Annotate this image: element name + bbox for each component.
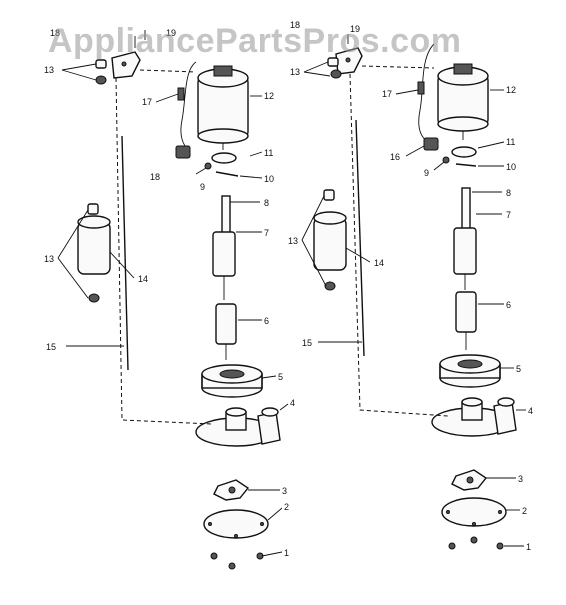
right-callout: 9 xyxy=(424,168,429,178)
right-screws xyxy=(448,536,504,550)
left-callout: 18 xyxy=(150,172,160,182)
left-callout: 7 xyxy=(264,228,269,238)
left-callout: 19 xyxy=(166,28,176,38)
left-callout: 4 xyxy=(290,398,295,408)
right-power-cord xyxy=(417,81,439,151)
left-callout: 11 xyxy=(264,148,273,158)
left-base-plate xyxy=(203,509,269,539)
left-callout: 13 xyxy=(44,254,54,264)
right-callout: 8 xyxy=(506,188,511,198)
right-callout: 13 xyxy=(288,236,298,246)
right-callout: 15 xyxy=(302,338,312,348)
left-callout: 14 xyxy=(138,274,148,284)
right-callout: 16 xyxy=(390,152,400,162)
left-screws xyxy=(210,552,264,570)
right-callout: 11 xyxy=(506,137,515,147)
left-callout: 3 xyxy=(282,486,287,496)
right-callout: 4 xyxy=(528,406,533,416)
left-seal-ring xyxy=(201,364,263,398)
right-base-plate xyxy=(441,497,507,527)
right-seal-ring xyxy=(439,354,501,388)
right-assembly: 18 19 13 12 17 11 16 9 10 8 7 13 14 6 15… xyxy=(288,20,533,552)
left-callout: 15 xyxy=(46,342,56,352)
left-motor xyxy=(180,61,249,153)
left-power-cord xyxy=(175,87,191,159)
right-bearing-sleeve xyxy=(455,291,477,350)
right-pump-housing xyxy=(431,397,517,437)
right-float xyxy=(313,189,347,291)
left-clamp-screw xyxy=(204,152,239,177)
right-callout: 19 xyxy=(350,24,360,34)
left-callout: 9 xyxy=(200,182,205,192)
left-callout: 17 xyxy=(142,97,152,107)
left-callout: 6 xyxy=(264,316,269,326)
right-callout: 6 xyxy=(506,300,511,310)
right-callout: 12 xyxy=(506,85,516,95)
right-grommet-top xyxy=(327,57,342,79)
left-float xyxy=(77,203,111,303)
left-shaft-coupling xyxy=(212,195,236,300)
right-impeller xyxy=(451,469,488,491)
right-callout: 14 xyxy=(374,258,384,268)
right-callout: 3 xyxy=(518,474,523,484)
right-float-rod xyxy=(355,119,365,357)
watermark: AppliancePartsPros.com xyxy=(48,22,462,60)
left-callout: 8 xyxy=(264,198,269,208)
left-grommet-top xyxy=(95,59,107,85)
right-callout: 7 xyxy=(506,210,511,220)
right-callout: 18 xyxy=(290,20,300,30)
left-callout: 10 xyxy=(264,174,274,184)
left-callout: 5 xyxy=(278,372,283,382)
left-callout: 12 xyxy=(264,91,274,101)
right-motor xyxy=(418,43,489,143)
right-callout: 2 xyxy=(522,506,527,516)
right-callout: 10 xyxy=(506,162,516,172)
left-pump-housing xyxy=(195,407,281,447)
right-shaft-coupling xyxy=(453,187,477,290)
left-bracket xyxy=(111,30,146,79)
right-callout: 1 xyxy=(526,542,531,552)
left-callout: 2 xyxy=(284,502,289,512)
right-callout: 17 xyxy=(382,89,392,99)
right-callout: 13 xyxy=(290,67,300,77)
left-float-rod xyxy=(121,135,129,371)
left-bearing-sleeve xyxy=(215,303,237,360)
left-callout: 18 xyxy=(50,28,60,38)
right-callout: 5 xyxy=(516,364,521,374)
left-callout: 13 xyxy=(44,65,54,75)
left-callout: 1 xyxy=(284,548,289,558)
right-clamp-screw xyxy=(442,146,477,167)
left-assembly: 18 19 13 12 17 11 18 9 10 8 7 13 14 6 15… xyxy=(44,28,295,570)
left-impeller xyxy=(213,479,250,501)
